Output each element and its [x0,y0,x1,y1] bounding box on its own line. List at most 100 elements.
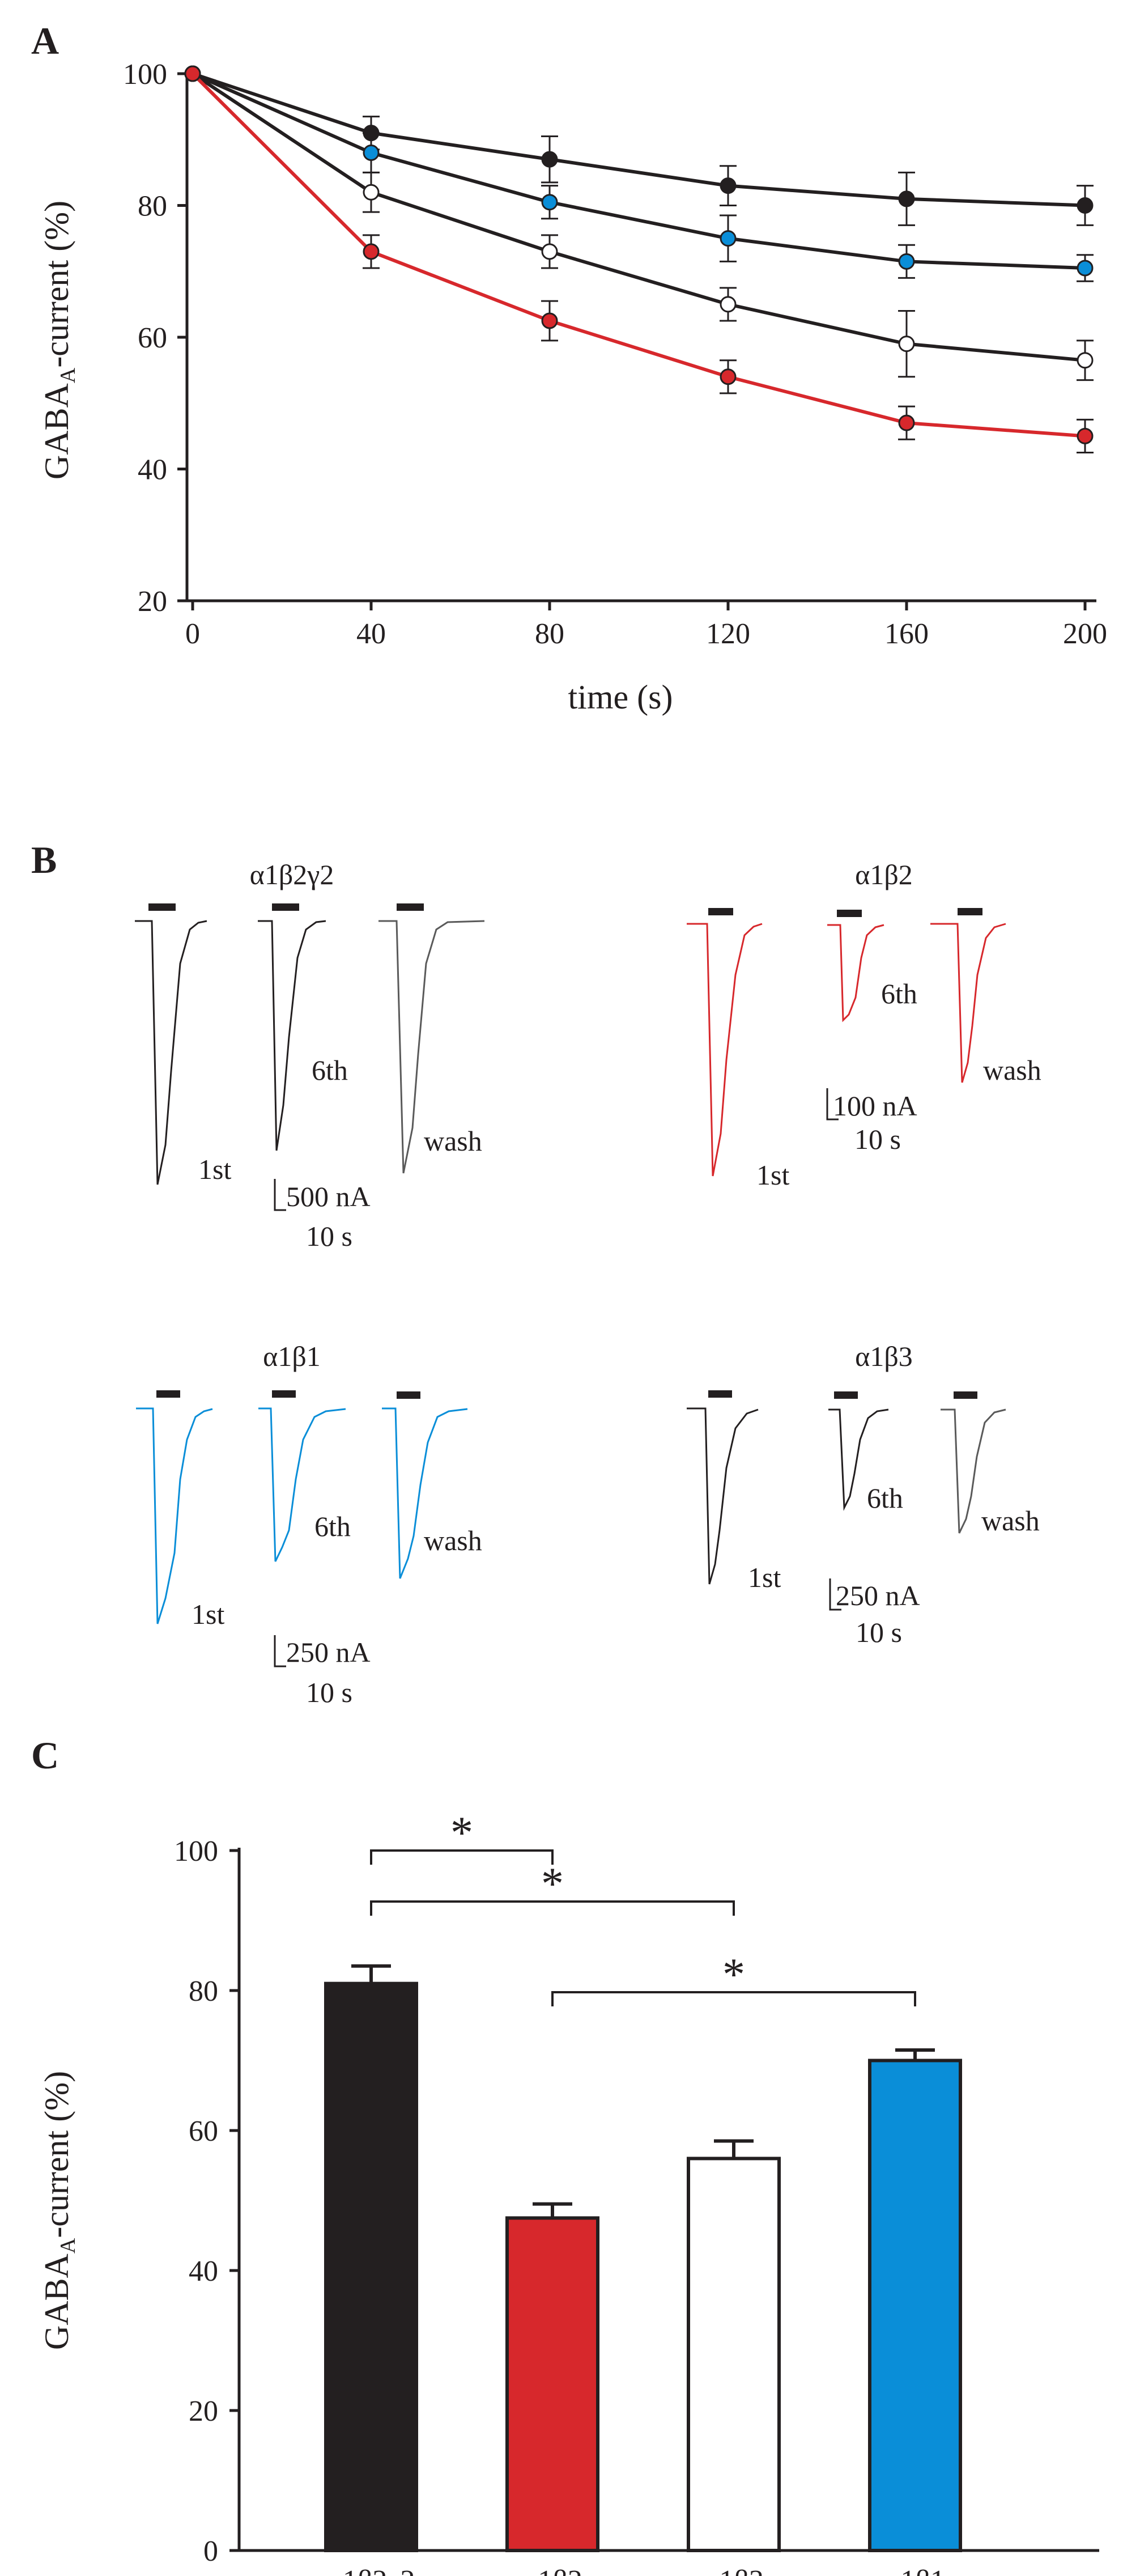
application-bar [834,1391,858,1399]
y-axis-title-main: GABA [38,2254,75,2350]
data-point [720,368,737,385]
data-point [541,151,558,168]
scale-current: 500 nA [286,1181,371,1212]
data-point [898,336,915,353]
application-bar [148,903,176,911]
trace-label-wash: wash [983,1054,1041,1086]
trace-label-1st: 1st [756,1159,789,1191]
y-tick-label: 20 [189,2395,218,2428]
application-bar [708,1390,732,1398]
data-point [363,184,380,201]
y-tick-label: 80 [189,1975,218,2008]
significance-star: * [450,1808,473,1858]
scale-current: 250 nA [836,1580,920,1611]
y-tick-label: 60 [189,2115,218,2148]
trace-group-a1b2: α1β2 1st 6th wash 100 nA 10 s [687,859,1041,1191]
trace-group-a1b3: α1β3 1st 6th wash 250 nA 10 s [687,1340,1040,1648]
application-bar [397,903,424,911]
trace-label-1st: 1st [748,1561,781,1593]
bar [505,2216,599,2552]
bar [687,2157,781,2552]
series-line [192,72,1086,270]
category-label: α1β2 [522,2565,582,2576]
data-point [1077,352,1094,369]
application-bar [837,910,862,917]
data-point [720,230,737,247]
data-point [363,243,380,260]
data-point [898,190,915,207]
bar [324,1981,418,2552]
series-line [192,72,1086,207]
data-point [363,125,380,142]
trace-title: α1β3 [855,1340,913,1372]
x-tick-label: 160 [884,618,929,650]
trace-group-a1b2g2: α1β2γ2 1st 6th wash 500 nA 10 s [135,859,485,1252]
data-point [1077,197,1094,214]
y-tick-label: 100 [123,58,167,91]
data-point [720,296,737,313]
scale-time: 10 s [306,1220,352,1252]
x-tick-label: 40 [356,618,386,650]
scale-time: 10 s [856,1616,902,1648]
current-trace-wash [930,923,1006,1083]
data-point [541,312,558,329]
scale-bar [826,1088,839,1121]
data-point [1077,260,1094,277]
y-axis-title: GABAA-current (%) [38,201,80,479]
significance-star: * [722,1950,745,2000]
scale-time: 10 s [854,1123,901,1155]
x-tick-label: 200 [1063,618,1107,650]
data-point [541,194,558,211]
scale-bar [829,1578,841,1611]
significance-bracket [551,1991,916,2006]
y-axis-title-subscript: A [56,367,80,383]
trace-label-6th: 6th [867,1482,903,1514]
trace-title: α1β2γ2 [250,859,334,890]
x-tick-label: 0 [185,618,200,650]
current-trace-6th [828,1408,889,1511]
scale-bar [274,1179,286,1211]
trace-label-wash: wash [424,1525,482,1556]
x-tick-label: 80 [535,618,564,650]
panel-b-letter: B [31,838,57,881]
scale-current: 250 nA [286,1636,371,1668]
current-trace-6th [382,1407,468,1579]
significance-star: * [541,1859,564,1909]
y-tick-label: 20 [138,585,167,618]
y-tick-label: 0 [203,2535,218,2567]
series-line [192,72,1086,362]
current-trace-wash [378,920,485,1174]
data-point [720,177,737,194]
trace-label-6th: 6th [312,1054,348,1086]
trace-group-a1b1: α1β1 1st 6th wash 250 nA 10 s [136,1340,482,1708]
application-bar [156,1390,180,1398]
current-trace-1st [135,920,207,1185]
y-tick-label: 100 [174,1835,218,1868]
y-tick-label: 40 [189,2255,218,2288]
current-trace-1st [687,923,763,1177]
trace-label-wash: wash [424,1125,482,1157]
x-tick-label: 120 [706,618,750,650]
application-bar [272,1390,296,1398]
trace-label-1st: 1st [198,1153,231,1185]
data-point [1077,427,1094,444]
scale-bar [274,1635,286,1667]
trace-label-wash: wash [981,1505,1040,1537]
data-point [184,65,201,82]
category-label: α1β2γ2 [327,2565,415,2576]
current-trace-6th [258,920,326,1151]
y-axis-title-rest: -current (%) [38,201,75,368]
application-bar [954,1391,977,1399]
trace-title: α1β1 [263,1340,321,1372]
data-point [898,414,915,431]
category-label: α1β1 [885,2565,945,2576]
current-trace-wash [941,1408,1006,1534]
application-bar [708,908,733,915]
scale-time: 10 s [306,1677,352,1708]
data-point [541,243,558,260]
scale-current: 100 nA [833,1090,917,1122]
y-axis-title: GABAA-current (%) [38,2071,80,2350]
y-tick-label: 40 [138,454,167,486]
